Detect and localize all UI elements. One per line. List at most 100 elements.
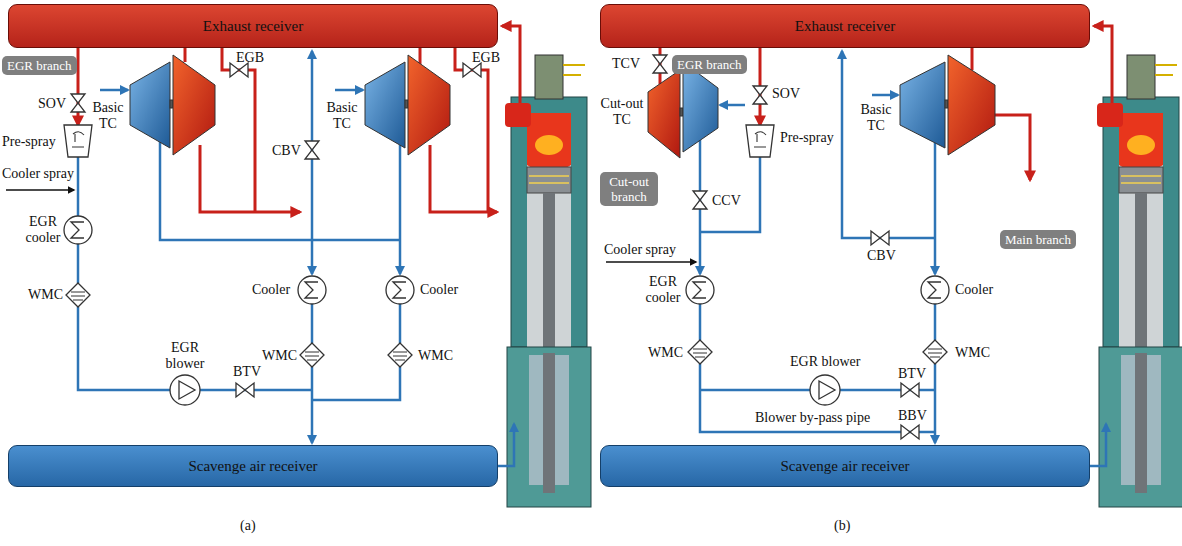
wmc-symbol: [388, 343, 412, 367]
component-label: CBV: [867, 248, 896, 264]
pipe-line: [700, 364, 935, 432]
pipe-line: [606, 261, 696, 263]
exhaust-receiver: Exhaust receiver: [8, 4, 498, 48]
pipe-line: [184, 48, 187, 62]
component-label: EGB: [236, 50, 264, 66]
scavenge-receiver: Scavenge air receiver: [8, 445, 498, 487]
valve-symbol: [305, 141, 319, 159]
node-text: EGR branch: [7, 58, 72, 73]
pipe-line: [1094, 26, 1112, 103]
air-pipes: [78, 51, 1106, 466]
pipe-line: [335, 89, 363, 92]
valve-symbol: [71, 94, 85, 112]
component-label: Basic TC: [322, 100, 362, 132]
pipe-line: [971, 48, 974, 70]
component-label: EGR cooler: [20, 214, 66, 246]
exhaust-receiver: Exhaust receiver: [600, 4, 1090, 48]
valve-symbol: [236, 383, 254, 397]
component-label: SOV: [772, 86, 800, 102]
branch-tag: Main branch: [1000, 230, 1076, 249]
component-label: Cooler spray: [604, 242, 676, 258]
pipe-line: [77, 48, 80, 125]
node-text: Exhaust receiver: [795, 18, 895, 35]
blower-symbol: [810, 375, 840, 405]
compressor: [130, 62, 170, 148]
pipe-line: [934, 143, 937, 274]
valve-symbol: [871, 231, 889, 245]
spray-arrows: [6, 190, 696, 262]
branch-tag: Cut-out branch: [600, 172, 658, 206]
node-text: Exhaust receiver: [203, 18, 303, 35]
wmc-symbol: [923, 340, 947, 364]
pipe-line: [502, 26, 520, 103]
pipe-line: [995, 115, 1030, 180]
turbochargers: [130, 55, 995, 158]
component-label: Pre-spray: [780, 130, 834, 146]
component-label: CCV: [712, 193, 741, 209]
cooler-symbol: [64, 216, 92, 244]
valve-symbol: [901, 425, 919, 439]
pipe-line: [222, 48, 255, 212]
wmc-symbol: [66, 283, 90, 307]
node-text: Scavenge air receiver: [780, 458, 909, 475]
turbine: [173, 55, 215, 155]
pipe-line: [399, 304, 402, 343]
pipe-line: [419, 48, 422, 64]
pipe-line: [699, 304, 702, 340]
scavenge-receiver: Scavenge air receiver: [600, 445, 1090, 487]
pipe-line: [6, 189, 74, 191]
component-label: Cut-out TC: [600, 96, 644, 128]
pipe-line: [455, 48, 488, 212]
compressor: [683, 62, 718, 152]
engine-illustration: [505, 55, 591, 507]
valve-symbol: [463, 63, 481, 77]
component-label: BTV: [898, 366, 926, 382]
turbine: [948, 55, 995, 155]
pipe-line: [78, 307, 312, 390]
component-label: Cooler spray: [2, 166, 74, 182]
valve-symbol: [230, 63, 248, 77]
compressor: [365, 62, 405, 148]
pre-spray-symbol: [64, 125, 92, 157]
pipe-line: [498, 424, 514, 466]
cooler-symbol: [386, 276, 414, 304]
pipe-line: [934, 364, 937, 443]
component-label: Pre-spray: [2, 134, 56, 150]
pipe-line: [311, 304, 314, 343]
component-label: WMC: [648, 345, 683, 361]
component-label: (b): [834, 518, 850, 534]
wmc-symbol: [300, 343, 324, 367]
cooler-symbol: [298, 276, 326, 304]
cooler-symbol: [686, 276, 714, 304]
pipe-line: [399, 145, 402, 274]
component-label: TCV: [612, 56, 640, 72]
compressor: [900, 62, 945, 148]
component-label: EGR cooler: [640, 274, 686, 306]
component-label: Cooler: [420, 282, 458, 298]
pipe-line: [311, 240, 314, 274]
component-label: (a): [240, 518, 256, 534]
pipe-line: [1090, 424, 1106, 466]
cooler-symbol: [921, 276, 949, 304]
pipe-line: [720, 104, 745, 107]
component-label: CBV: [272, 143, 301, 159]
component-label: SOV: [38, 96, 66, 112]
branch-tag: EGR branch: [2, 56, 77, 75]
pipe-line: [872, 94, 898, 97]
component-label: Basic TC: [856, 102, 896, 134]
valve-symbol: [753, 86, 767, 104]
pipe-line: [100, 89, 128, 92]
component-label: Cooler: [955, 282, 993, 298]
branch-tag: EGR branch: [672, 55, 747, 74]
pipe-line: [77, 157, 80, 216]
component-label: BBV: [898, 408, 927, 424]
turbine: [408, 55, 450, 155]
node-text: EGR branch: [677, 57, 742, 72]
pre-spray-symbol: [746, 125, 774, 157]
valve-symbol: [901, 383, 919, 397]
pipe-line: [430, 145, 497, 212]
engine-illustration: [1097, 55, 1182, 507]
component-label: WMC: [955, 345, 990, 361]
component-label: Basic TC: [88, 100, 128, 132]
